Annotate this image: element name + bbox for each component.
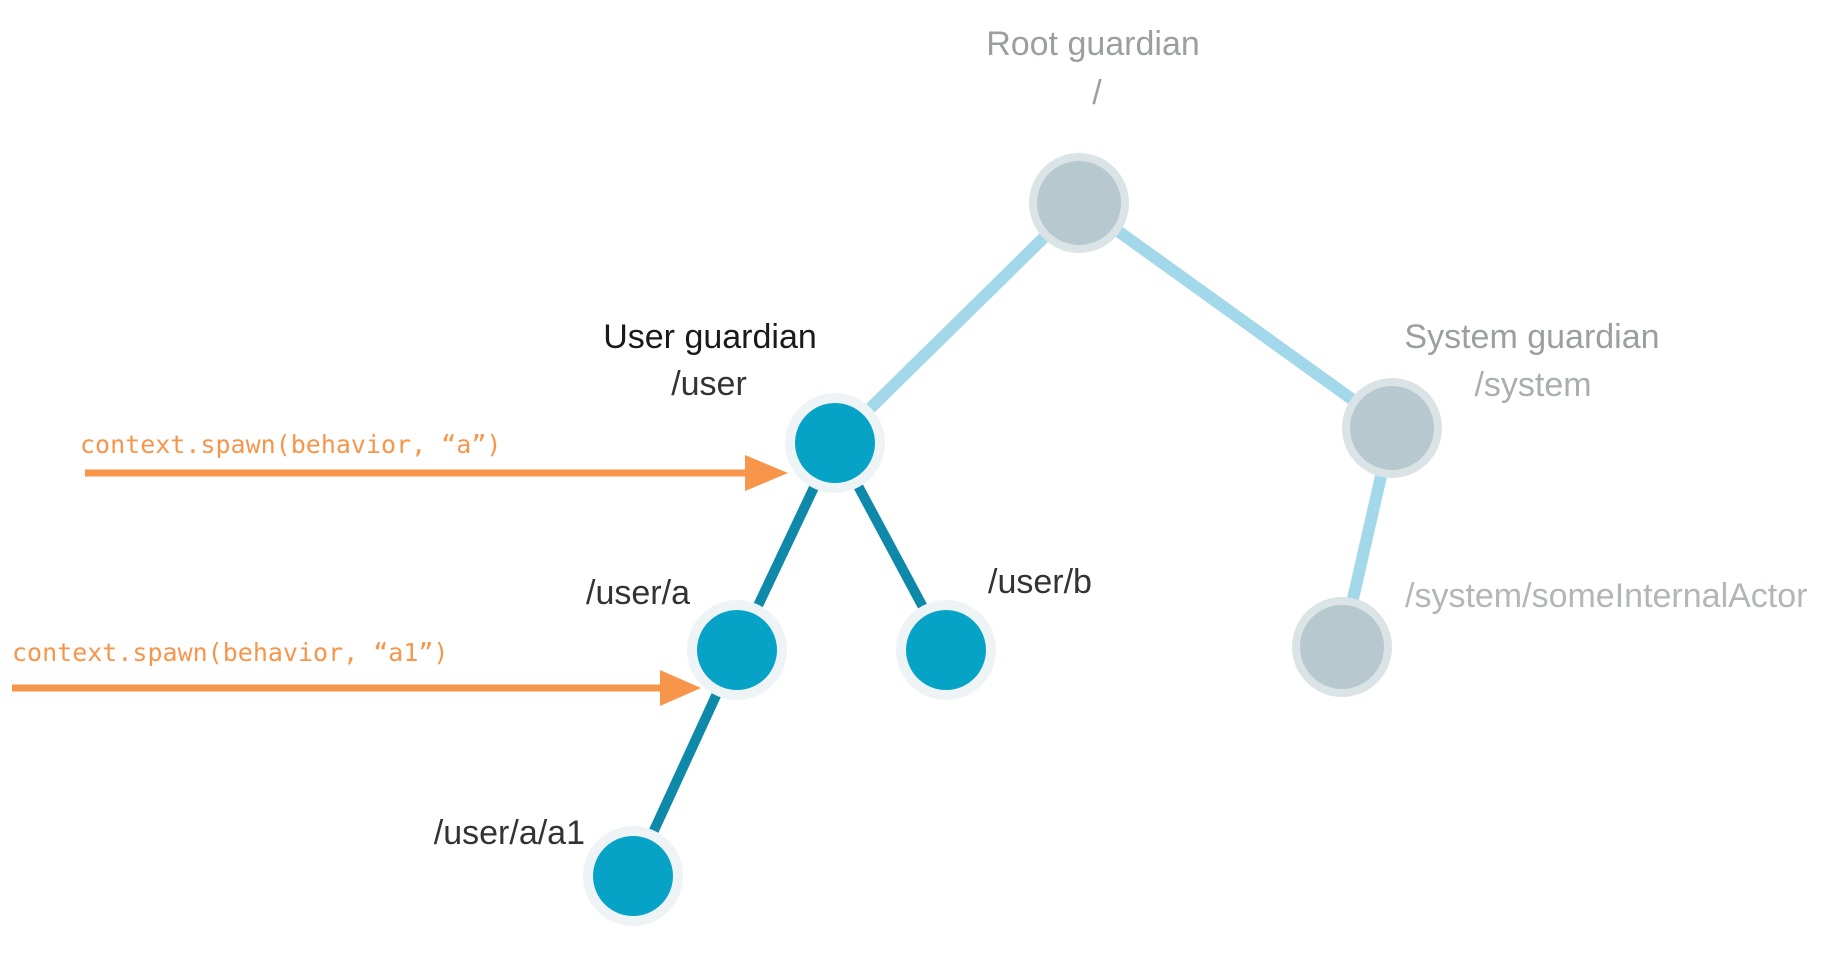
node-user-a (687, 600, 787, 700)
node-user-a-a1-core (593, 836, 673, 916)
spawn-a1-arrow-head-icon (660, 670, 701, 706)
user-a-path-label: /user/a (586, 574, 690, 612)
node-user-a-a1 (583, 826, 683, 926)
spawn-a-arrow (85, 455, 788, 491)
node-user-b (896, 600, 996, 700)
spawn-a1-code-annotation: context.spawn(behavior, “a1”) (12, 638, 449, 667)
node-system-guardian-core (1350, 386, 1434, 470)
root-guardian-label: Root guardian (986, 25, 1200, 63)
node-user-guardian (785, 393, 885, 493)
node-user-b-core (906, 610, 986, 690)
spawn-a1-arrow (12, 670, 701, 706)
node-user-guardian-core (795, 403, 875, 483)
spawn-a-code-annotation: context.spawn(behavior, “a”) (80, 430, 502, 459)
node-root-guardian (1029, 153, 1129, 253)
node-system-internal-actor-core (1300, 605, 1384, 689)
user-guardian-path: /user (671, 365, 747, 403)
system-guardian-path: /system (1474, 366, 1592, 404)
node-root-guardian-core (1037, 161, 1121, 245)
edge-root-to-user-guardian (830, 198, 1084, 448)
system-internal-actor-path-label: /system/someInternalActor (1405, 577, 1808, 615)
root-guardian-path: / (1092, 74, 1102, 112)
node-system-guardian (1342, 378, 1442, 478)
user-guardian-label: User guardian (603, 318, 817, 356)
user-a-a1-path-label: /user/a/a1 (433, 814, 585, 852)
user-b-path-label: /user/b (988, 563, 1092, 601)
node-system-internal-actor (1292, 597, 1392, 697)
spawn-a-arrow-head-icon (745, 455, 788, 491)
node-user-a-core (697, 610, 777, 690)
system-guardian-label: System guardian (1404, 318, 1660, 356)
edge-root-to-system-guardian (1075, 198, 1396, 433)
